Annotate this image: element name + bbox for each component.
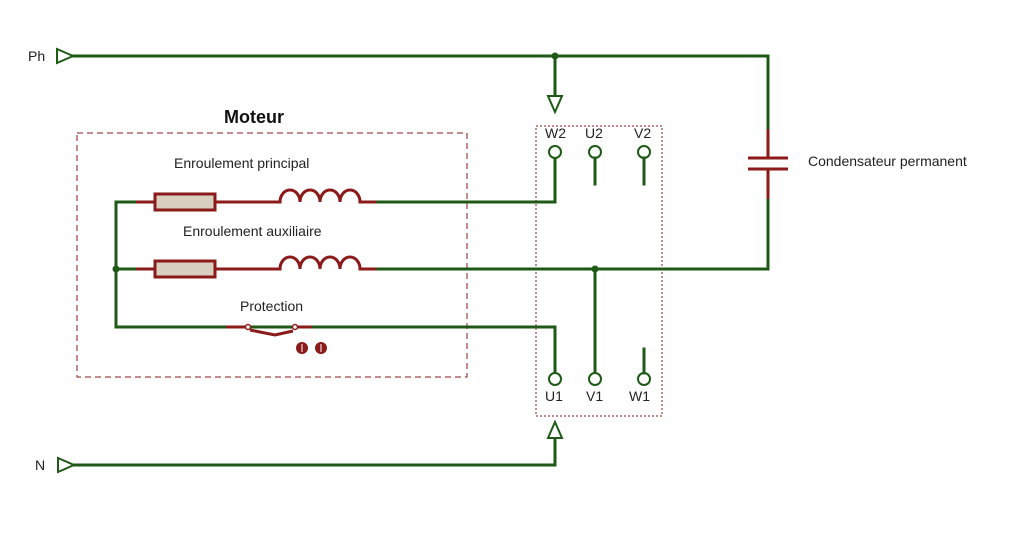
main-winding-label: Enroulement principal — [174, 155, 309, 171]
terminal-v2-label: V2 — [634, 125, 651, 141]
phase-label: Ph — [28, 48, 45, 64]
terminal-u1-label: U1 — [545, 388, 563, 404]
terminal-u1 — [548, 372, 562, 386]
protection-switch-blade — [249, 328, 294, 337]
phase-wire — [72, 54, 770, 130]
protection-contact-left — [244, 323, 252, 331]
phase-terminal-arrow-icon — [546, 95, 564, 115]
terminal-u2 — [588, 145, 602, 159]
common-bus-wire — [114, 200, 557, 374]
terminal-w2 — [548, 145, 562, 159]
terminal-v1 — [588, 372, 602, 386]
neutral-label: N — [35, 457, 45, 473]
neutral-input-arrow-icon — [57, 456, 77, 474]
terminal-v1-label: V1 — [586, 388, 603, 404]
aux-winding-coil — [215, 255, 378, 271]
neutral-wire — [73, 436, 557, 467]
protection-contact-right — [291, 323, 299, 331]
thermal-sensor-icon — [296, 342, 327, 354]
aux-winding-label: Enroulement auxiliaire — [183, 223, 322, 239]
motor-title: Moteur — [224, 107, 284, 127]
terminal-v2 — [637, 145, 651, 159]
neutral-terminal-arrow-icon — [546, 419, 564, 439]
capacitor-label: Condensateur permanent — [808, 153, 967, 169]
terminal-u2-label: U2 — [585, 125, 603, 141]
protection-label: Protection — [240, 298, 303, 314]
phase-input-arrow-icon — [56, 47, 76, 65]
aux-winding-resistor — [153, 259, 217, 279]
motor-boundary — [76, 132, 468, 378]
terminal-w1-label: W1 — [629, 388, 650, 404]
main-winding-resistor — [153, 192, 217, 212]
main-winding-coil — [215, 188, 378, 204]
main-winding-wire-right — [376, 156, 557, 204]
terminal-w2-label: W2 — [545, 125, 566, 141]
terminal-w1 — [637, 372, 651, 386]
